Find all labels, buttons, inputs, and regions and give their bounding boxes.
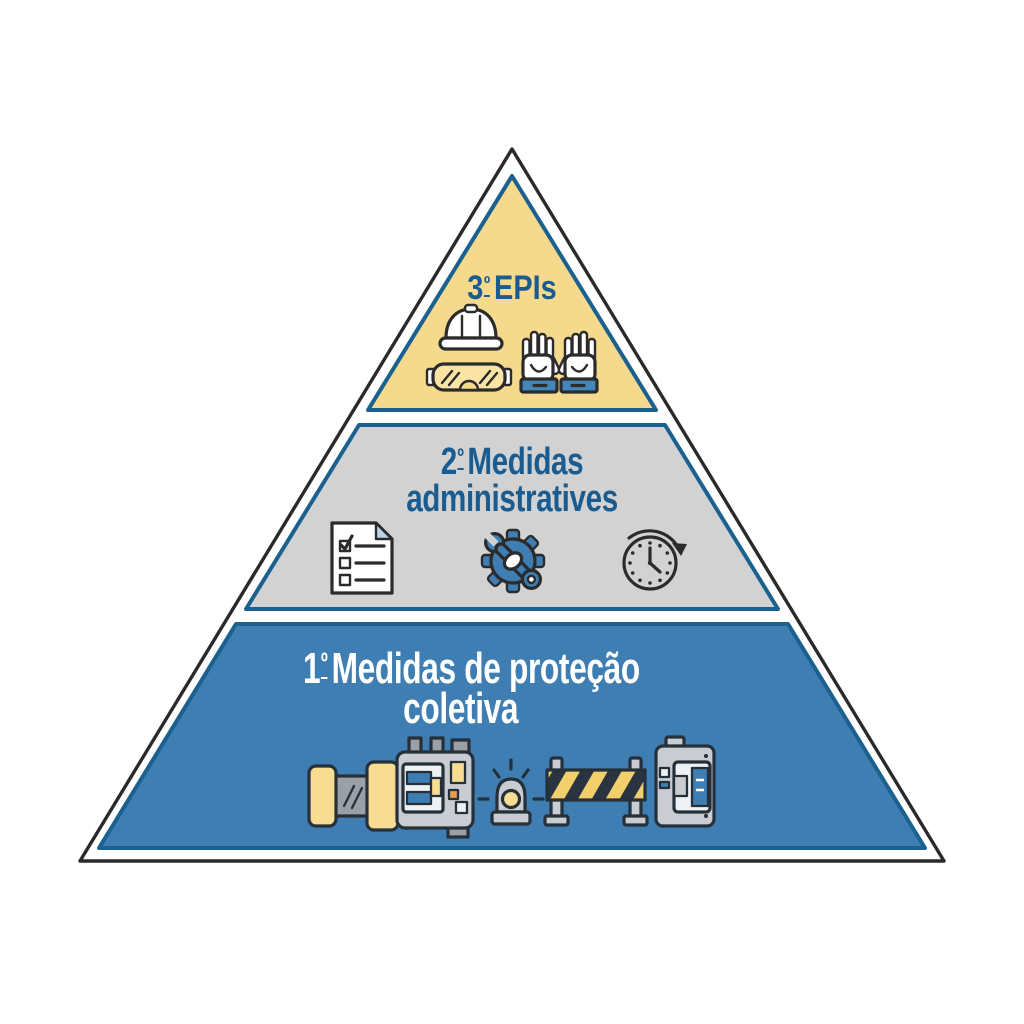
machine-guard-icon xyxy=(307,736,475,839)
gear-wrench-icon xyxy=(480,528,546,594)
level-1-shape xyxy=(97,622,927,850)
level-1-label: Medidas de proteção xyxy=(331,644,641,693)
level-1-title: 1ºMedidas de proteção coletiva xyxy=(303,647,640,734)
level-2-rank: 2 xyxy=(440,441,457,483)
ordinal-indicator: º xyxy=(320,647,328,679)
protective-gloves-icon xyxy=(519,330,599,394)
ordinal-indicator: º xyxy=(483,274,491,298)
level-1-line2: coletiva xyxy=(403,684,519,734)
level-1-rank: 1 xyxy=(303,644,321,693)
level-1-line1: 1ºMedidas de proteção xyxy=(303,647,640,691)
level-2-line2: administratives xyxy=(406,477,618,520)
safety-barrier-icon xyxy=(543,756,649,827)
warning-light-icon xyxy=(477,758,545,826)
level-2-label: Medidas xyxy=(467,441,584,483)
clock-icon xyxy=(622,529,687,591)
hard-hat-icon xyxy=(438,303,504,351)
safety-goggles-icon xyxy=(425,362,513,392)
level-3-label: EPIs xyxy=(494,269,557,307)
ordinal-indicator: º xyxy=(457,442,464,471)
level-3-rank: 3 xyxy=(467,269,484,307)
checklist-icon xyxy=(330,521,394,595)
press-machine-icon xyxy=(654,735,716,828)
